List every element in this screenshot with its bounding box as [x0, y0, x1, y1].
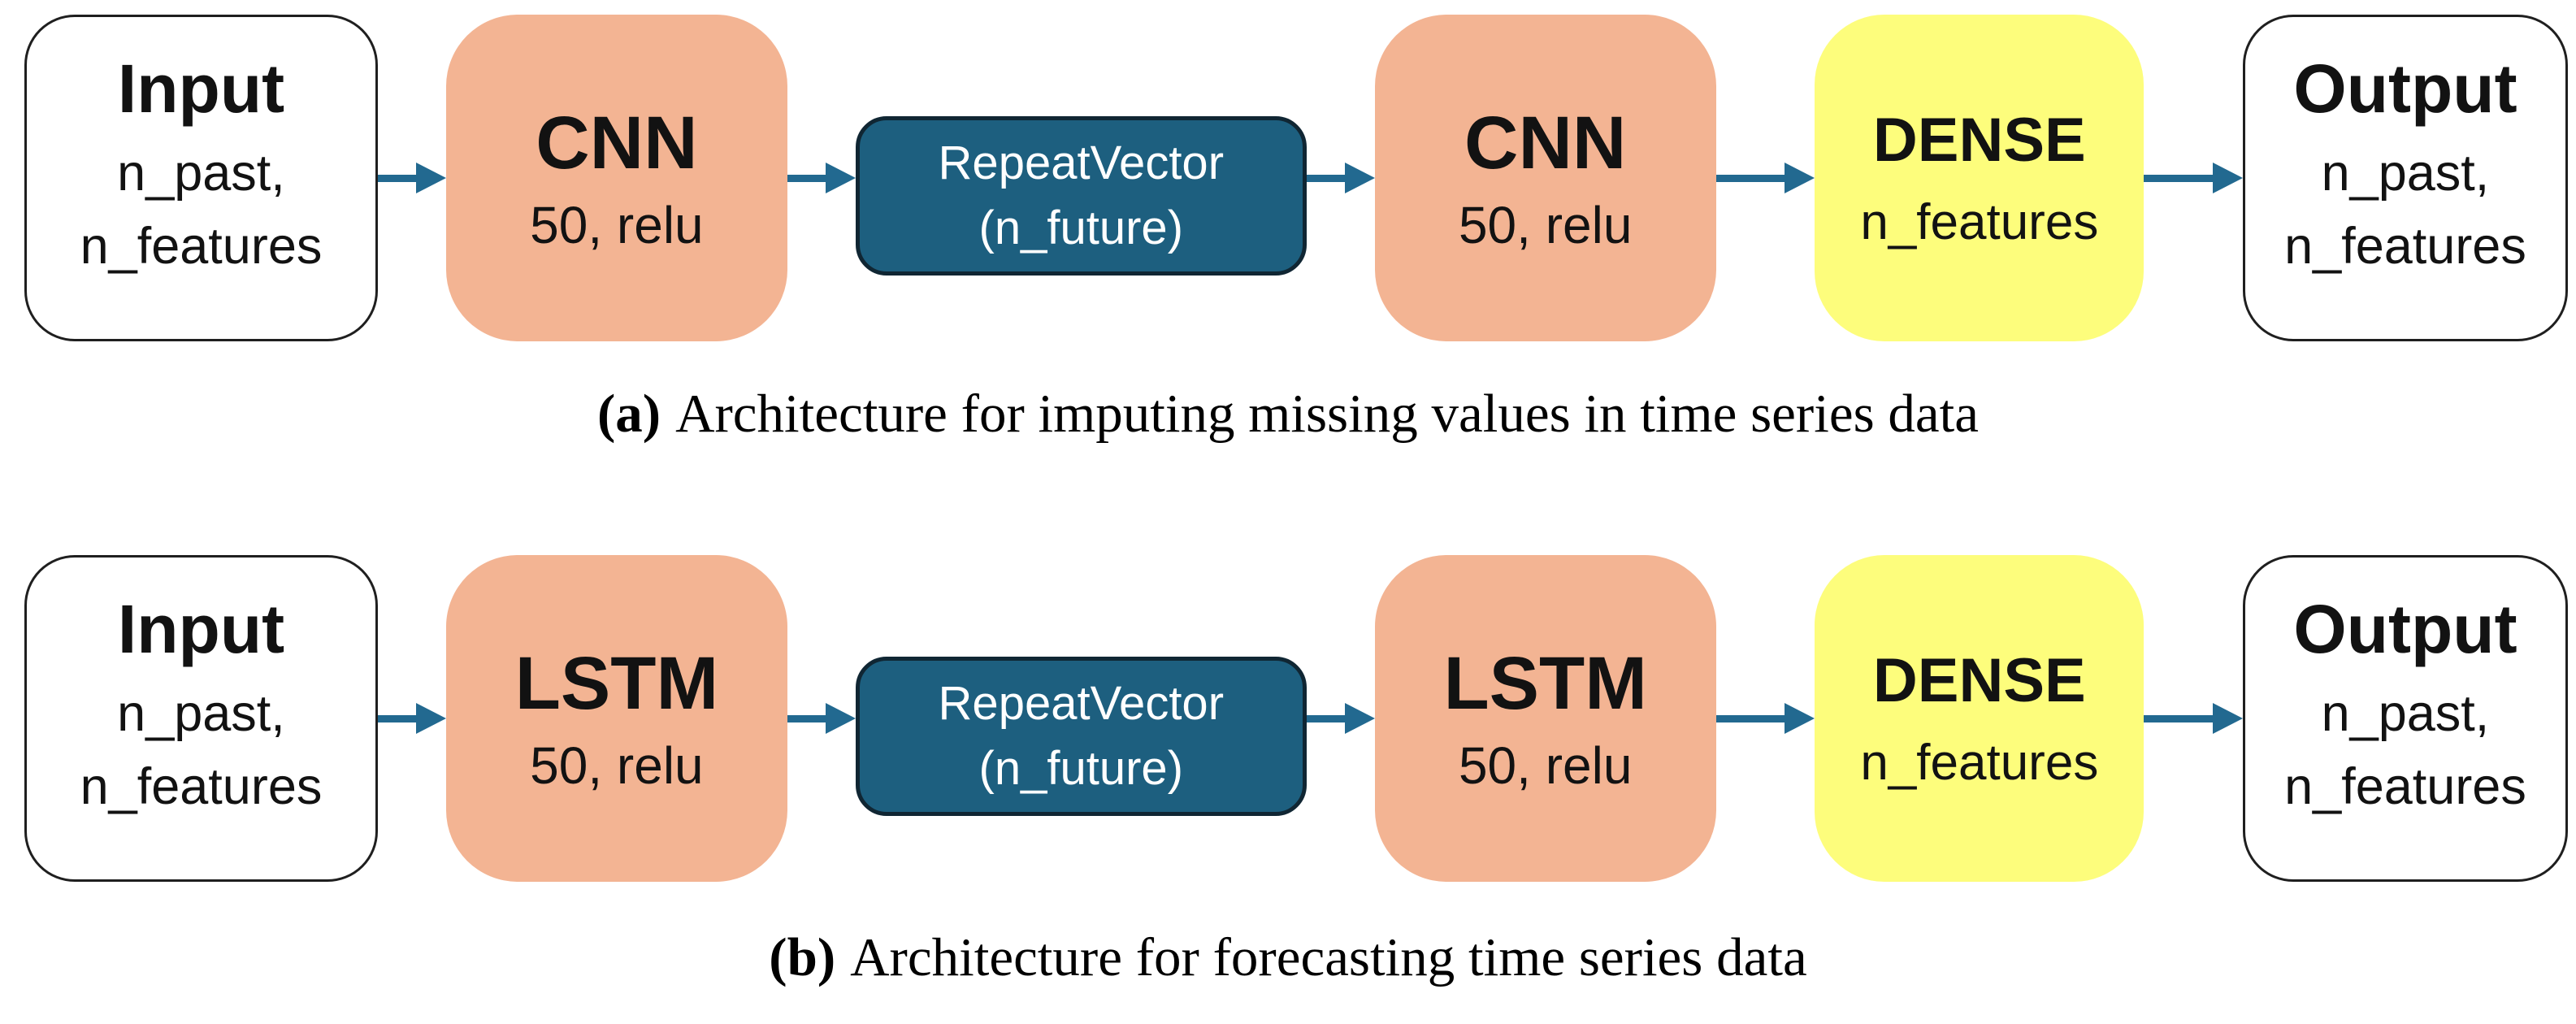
arrow-shaft: [2144, 174, 2214, 182]
arrow-head-icon: [1785, 163, 1815, 193]
layer-title: CNN: [536, 102, 698, 185]
arrow-shaft: [787, 714, 826, 722]
flow-arrow: [787, 163, 856, 193]
repeat-line: (n_future): [978, 742, 1184, 796]
dense-title: DENSE: [1872, 105, 2086, 175]
flow-arrow: [1715, 703, 1815, 735]
output-title: Output: [2293, 591, 2517, 668]
output-line: n_features: [2284, 217, 2526, 275]
arrow-shaft: [1715, 714, 1786, 722]
cnn-box-2: CNN 50, relu: [1374, 15, 1716, 341]
layer-subtitle: 50, relu: [530, 195, 704, 254]
arrow-shaft: [1306, 714, 1346, 722]
output-box: Output n_past, n_features: [2242, 15, 2568, 341]
arrow-shaft: [378, 174, 417, 182]
caption-b: (b)Architecture for forecasting time ser…: [0, 922, 2576, 993]
arrow-head-icon: [1344, 163, 1375, 193]
caption-a: (a)Architecture for imputing missing val…: [0, 379, 2576, 449]
cnn-box-1: CNN 50, relu: [445, 15, 787, 341]
flow-arrow: [787, 703, 856, 735]
arrow-head-icon: [1785, 703, 1815, 735]
repeat-line: (n_future): [978, 202, 1184, 254]
flow-arrow: [2144, 703, 2243, 735]
arrow-head-icon: [825, 703, 856, 735]
input-line: n_past,: [117, 145, 285, 202]
flow-arrow: [378, 163, 446, 193]
arrow-shaft: [2144, 714, 2214, 722]
arrow-head-icon: [2212, 163, 2243, 193]
layer-subtitle: 50, relu: [530, 735, 704, 795]
diagram-row-b: Input n_past, n_features LSTM 50, relu R…: [0, 555, 2576, 883]
input-line: n_features: [80, 757, 323, 815]
arrow-shaft: [787, 174, 826, 182]
arrow-shaft: [1306, 174, 1346, 182]
flow-arrow: [1715, 163, 1815, 193]
dense-subtitle: n_features: [1860, 194, 2099, 251]
layer-subtitle: 50, relu: [1458, 195, 1633, 254]
caption-a-label: (a): [596, 384, 661, 444]
arrow-head-icon: [1344, 703, 1375, 735]
flow-arrow: [378, 703, 446, 735]
caption-a-text: Architecture for imputing missing values…: [675, 384, 1979, 444]
input-box: Input n_past, n_features: [24, 15, 378, 341]
input-box: Input n_past, n_features: [24, 555, 378, 883]
layer-subtitle: 50, relu: [1458, 735, 1633, 795]
caption-b-label: (b): [769, 927, 836, 988]
layer-title: LSTM: [514, 642, 719, 726]
arrow-head-icon: [825, 163, 856, 193]
input-title: Input: [117, 50, 285, 127]
dense-subtitle: n_features: [1860, 735, 2099, 792]
output-line: n_past,: [2321, 145, 2490, 202]
lstm-box-2: LSTM 50, relu: [1374, 555, 1716, 883]
output-line: n_past,: [2321, 685, 2490, 743]
flow-arrow: [1306, 163, 1375, 193]
output-box: Output n_past, n_features: [2242, 555, 2568, 883]
arrow-head-icon: [415, 703, 446, 735]
arrow-shaft: [378, 714, 417, 722]
dense-box: DENSE n_features: [1815, 555, 2144, 883]
flow-arrow: [2144, 163, 2243, 193]
layer-title: CNN: [1464, 102, 1627, 185]
layer-title: LSTM: [1443, 642, 1647, 726]
caption-b-text: Architecture for forecasting time series…: [850, 927, 1807, 988]
arrow-shaft: [1715, 174, 1786, 182]
output-title: Output: [2293, 50, 2517, 127]
repeat-vector-box: RepeatVector (n_future): [855, 116, 1307, 276]
arrow-head-icon: [2212, 703, 2243, 735]
repeat-vector-box: RepeatVector (n_future): [855, 657, 1307, 817]
repeat-line: RepeatVector: [938, 677, 1225, 731]
dense-title: DENSE: [1872, 645, 2086, 715]
diagram-row-a: Input n_past, n_features CNN 50, relu Re…: [0, 15, 2576, 341]
input-title: Input: [117, 591, 285, 668]
lstm-box-1: LSTM 50, relu: [445, 555, 787, 883]
flow-arrow: [1306, 703, 1375, 735]
dense-box: DENSE n_features: [1815, 15, 2144, 341]
input-line: n_past,: [117, 685, 285, 743]
arrow-head-icon: [415, 163, 446, 193]
repeat-line: RepeatVector: [938, 136, 1225, 189]
input-line: n_features: [80, 217, 323, 275]
output-line: n_features: [2284, 757, 2526, 815]
